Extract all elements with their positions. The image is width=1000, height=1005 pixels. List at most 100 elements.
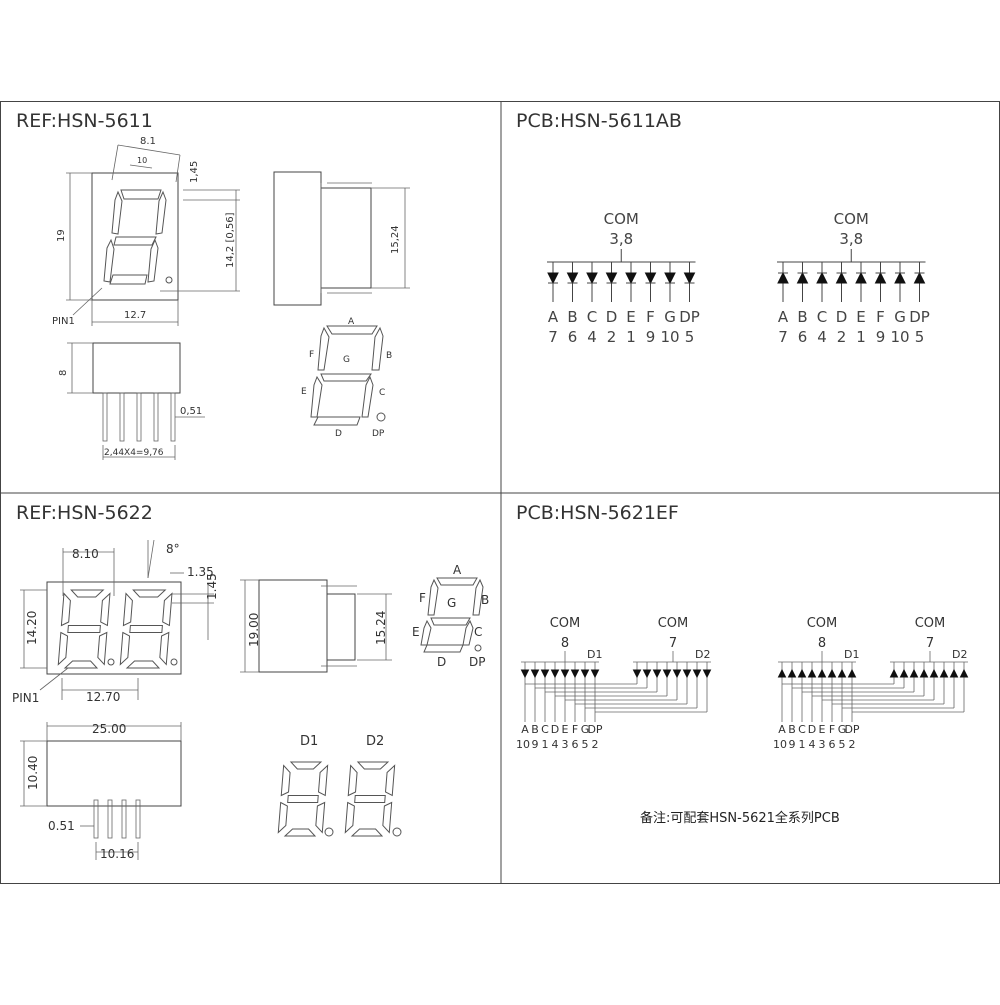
diode-d1-a: [520, 669, 530, 679]
pin-number-a: 7: [778, 328, 788, 346]
front-view: 14.20 8.10 8° 1.35 1.45 12.70 PIN1: [12, 539, 219, 705]
schematics: COM3,8A7B6C4D2E1F9G10DP5COM3,8A7B6C4D2E1…: [547, 210, 930, 346]
pin-letter-dp: DP: [587, 723, 602, 736]
com-label: COM: [604, 210, 639, 228]
pin-letter-d: D: [808, 723, 816, 736]
pin-letter-c: C: [587, 308, 597, 326]
pin-number-f: 6: [572, 738, 579, 751]
diode-d2-d: [919, 668, 929, 678]
panel-ref-5611: REF:HSN-5611 19 8.1 10: [16, 110, 410, 460]
diode-d2-e: [672, 669, 682, 679]
com-pins: 3,8: [839, 230, 863, 248]
side-view: 15,24: [273, 171, 410, 306]
dim-width-top: 8.1: [140, 136, 156, 147]
bottom-view: 25.00 10.40 0.51 10.16: [20, 722, 182, 861]
diode-d1-g: [580, 669, 590, 679]
pin-letter-d: D: [606, 308, 618, 326]
pin-letter-d: D: [551, 723, 559, 736]
pin-letter-dp: DP: [909, 308, 930, 326]
dim-depth: 8: [58, 370, 69, 376]
pin-letter-a: A: [548, 308, 559, 326]
diode-d2-f: [939, 668, 949, 678]
seg-label-dp: DP: [372, 429, 385, 439]
seg-label-e: E: [301, 387, 307, 397]
pin-letter-a: A: [778, 308, 789, 326]
pin-letter-g: G: [581, 723, 590, 736]
pin-number-c: 4: [817, 328, 827, 346]
dim-offset: 1.35: [187, 565, 214, 579]
diode-d1-d: [807, 668, 817, 678]
digit-outline: [103, 189, 173, 285]
diode-d2-b: [642, 669, 652, 679]
pin-letter-g: G: [664, 308, 676, 326]
diode-c: [586, 272, 598, 285]
pin-number-d: 4: [809, 738, 816, 751]
diode-d2-f: [682, 669, 692, 679]
pin-letter-b: B: [567, 308, 577, 326]
diode-g: [664, 272, 676, 285]
diode-d1-dp: [590, 669, 600, 679]
diode-d1-b: [787, 668, 797, 678]
dim-gap: 1.45: [205, 573, 219, 600]
pin-letter-b: B: [531, 723, 539, 736]
pin-letter-e: E: [856, 308, 865, 326]
digit-pair: D1 D2: [277, 734, 402, 837]
diode-d: [835, 271, 848, 284]
diode-b: [796, 271, 809, 284]
pin-letter-g: G: [894, 308, 906, 326]
pin-number-e: 3: [562, 738, 569, 751]
pin-number-e: 3: [819, 738, 826, 751]
pin-number-g: 10: [660, 328, 679, 346]
diode-d2-a: [889, 668, 899, 678]
diode-d2-g: [949, 668, 959, 678]
pin-number-d: 2: [607, 328, 617, 346]
pin-letter-b: B: [797, 308, 807, 326]
com-label-1: COM: [807, 616, 838, 631]
pin-letter-e: E: [626, 308, 635, 326]
com-pin-2: 7: [926, 636, 934, 651]
dim-digit-height: 14.20: [25, 611, 39, 645]
diode-d2-g: [692, 669, 702, 679]
digit-d2: [344, 761, 396, 837]
diode-g: [894, 271, 906, 284]
diode-a: [777, 271, 789, 284]
diode-e: [625, 272, 637, 285]
pin-number-dp: 5: [915, 328, 925, 346]
seg-label-b: B: [386, 351, 392, 361]
panel-pcb-5611: PCB:HSN-5611AB COM3,8A7B6C4D2E1F9G10DP5C…: [516, 110, 930, 346]
digit-label-d1: D1: [300, 734, 318, 749]
com-label: COM: [834, 210, 869, 228]
diode-f: [644, 272, 657, 285]
diode-d2-b: [899, 668, 909, 678]
diode-d1-b: [530, 669, 540, 679]
pin-letter-a: A: [778, 723, 786, 736]
pin-letter-c: C: [541, 723, 549, 736]
diode-d1-dp: [847, 668, 857, 678]
pin-number-g: 10: [890, 328, 909, 346]
pin-letter-f: F: [646, 308, 655, 326]
pin-number-f: 9: [876, 328, 886, 346]
diode-d1-c: [797, 668, 807, 678]
panel-title: PCB:HSN-5621EF: [516, 502, 679, 524]
digit-label-d2: D2: [952, 648, 967, 661]
diode-d1-c: [540, 669, 550, 679]
dim-height: 19.00: [247, 613, 261, 647]
pin-number-g: 5: [839, 738, 846, 751]
pin1-label: PIN1: [12, 691, 39, 705]
diode-d1-d: [550, 669, 560, 679]
seg-label-a: A: [348, 317, 355, 327]
seg-label-e: E: [412, 625, 420, 639]
pin-number-e: 1: [626, 328, 636, 346]
digit-2-outline: [119, 589, 173, 669]
dim-angle: 8°: [166, 542, 180, 556]
pin-number-dp: 5: [685, 328, 695, 346]
pin-number-a: 10: [516, 738, 530, 751]
pin-letter-f: F: [876, 308, 885, 326]
pin-number-c: 1: [542, 738, 549, 751]
segment-map: A B C D E F G DP: [301, 317, 392, 439]
diode-d1-e: [560, 669, 570, 679]
dim-pin-width: 0,51: [180, 406, 202, 417]
